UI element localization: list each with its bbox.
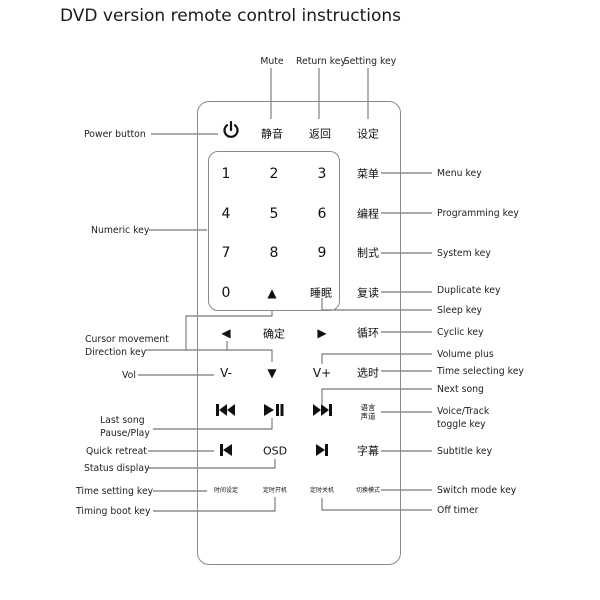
label-menu-key: Menu key — [437, 168, 482, 179]
label-subtitle-key: Subtitle key — [437, 446, 493, 457]
numeric-key-4[interactable]: 4 — [221, 206, 231, 222]
label-quick-retreat: Quick retreat — [86, 446, 147, 457]
switch-mode-button[interactable]: 切换模式 — [355, 487, 381, 494]
cycle-button[interactable]: 循环 — [357, 326, 379, 340]
last-song-button[interactable] — [216, 403, 236, 419]
voice-track-button[interactable]: 语言 声道 — [361, 403, 376, 421]
next-song-button[interactable] — [312, 403, 332, 419]
line-pause-play — [153, 418, 273, 430]
system-button[interactable]: 制式 — [357, 246, 379, 260]
label-numeric-key: Numeric key — [91, 225, 150, 236]
line-cursor-2 — [186, 349, 273, 362]
volume-up-button[interactable]: V+ — [312, 366, 332, 380]
numeric-key-5[interactable]: 5 — [269, 206, 279, 222]
menu-button[interactable]: 菜单 — [357, 167, 379, 181]
step-forward-icon — [316, 444, 328, 456]
label-last-song: Last song — [100, 415, 145, 426]
line-cursor-1 — [145, 310, 273, 351]
confirm-button[interactable]: 确定 — [263, 327, 285, 341]
volume-down-button[interactable]: V- — [220, 366, 232, 380]
voice-label-bottom: 声道 — [360, 412, 376, 421]
numeric-key-3[interactable]: 3 — [317, 166, 327, 182]
left-arrow-icon[interactable]: ◀ — [221, 326, 231, 340]
remote-body — [197, 101, 401, 565]
numeric-key-1[interactable]: 1 — [221, 166, 231, 182]
label-mute: Mute — [260, 56, 284, 67]
line-status-display — [148, 459, 276, 469]
line-volume-plus — [321, 353, 432, 364]
label-time-selecting-key: Time selecting key — [437, 366, 524, 377]
label-setting-key: Setting key — [343, 56, 397, 67]
label-sleep-key: Sleep key — [437, 305, 483, 316]
numeric-key-8[interactable]: 8 — [269, 245, 279, 261]
skip-forward-icon — [313, 404, 332, 416]
line-off-timer — [321, 498, 432, 511]
numeric-keypad-frame — [208, 151, 340, 311]
label-time-setting-key: Time setting key — [76, 486, 154, 497]
label-volume-plus: Volume plus — [437, 349, 494, 360]
return-button[interactable]: 返回 — [309, 127, 331, 141]
time-setting-button[interactable]: 时间设定 — [213, 487, 239, 494]
line-next-song — [321, 388, 432, 404]
label-vol: Vol — [122, 370, 136, 381]
page-title: DVD version remote control instructions — [60, 6, 402, 26]
timing-boot-button[interactable]: 定时开机 — [262, 487, 288, 494]
program-button[interactable]: 编程 — [357, 207, 379, 221]
skip-back-icon — [216, 404, 235, 416]
right-arrow-icon[interactable]: ▶ — [317, 326, 327, 340]
numeric-key-0[interactable]: 0 — [221, 285, 231, 301]
subtitle-button[interactable]: 字幕 — [357, 444, 379, 458]
label-toggle-key: toggle key — [437, 419, 486, 430]
osd-button[interactable]: OSD — [262, 444, 288, 458]
label-off-timer: Off timer — [437, 505, 479, 516]
numeric-key-2[interactable]: 2 — [269, 166, 279, 182]
quick-retreat-button[interactable] — [220, 443, 232, 459]
setting-button[interactable]: 设定 — [357, 127, 379, 141]
label-power-button: Power button — [84, 129, 146, 140]
voice-label-top: 语言 — [360, 403, 376, 412]
pause-play-button[interactable] — [264, 403, 284, 419]
up-arrow-icon[interactable]: ▲ — [267, 286, 277, 300]
power-button[interactable] — [221, 120, 241, 144]
numeric-key-6[interactable]: 6 — [317, 206, 327, 222]
label-direction-key: Direction key — [85, 347, 147, 358]
label-cursor-movement: Cursor movement — [85, 334, 169, 345]
numeric-key-9[interactable]: 9 — [317, 245, 327, 261]
step-back-icon — [220, 444, 232, 456]
numeric-key-7[interactable]: 7 — [221, 245, 231, 261]
sleep-button[interactable]: 睡眠 — [310, 286, 332, 300]
label-voice-track: Voice/Track — [437, 406, 490, 417]
label-return-key: Return key — [295, 56, 347, 67]
label-switch-mode-key: Switch mode key — [437, 485, 517, 496]
label-timing-boot-key: Timing boot key — [76, 506, 151, 517]
power-icon — [223, 120, 239, 138]
off-timer-button[interactable]: 定时关机 — [309, 487, 335, 494]
duplicate-button[interactable]: 复读 — [357, 286, 379, 300]
label-status-display: Status display — [84, 463, 150, 474]
down-arrow-icon[interactable]: ▼ — [267, 366, 277, 380]
label-cyclic-key: Cyclic key — [437, 327, 484, 338]
label-duplicate-key: Duplicate key — [437, 285, 501, 296]
time-select-button[interactable]: 选时 — [357, 366, 379, 380]
line-timing-boot — [153, 497, 276, 512]
step-forward-button[interactable] — [316, 443, 328, 459]
mute-button[interactable]: 静音 — [261, 127, 283, 141]
label-next-song: Next song — [437, 384, 484, 395]
label-pause-play: Pause/Play — [100, 428, 150, 439]
label-programming-key: Programming key — [437, 208, 519, 219]
play-pause-icon — [264, 404, 284, 416]
label-system-key: System key — [437, 248, 491, 259]
